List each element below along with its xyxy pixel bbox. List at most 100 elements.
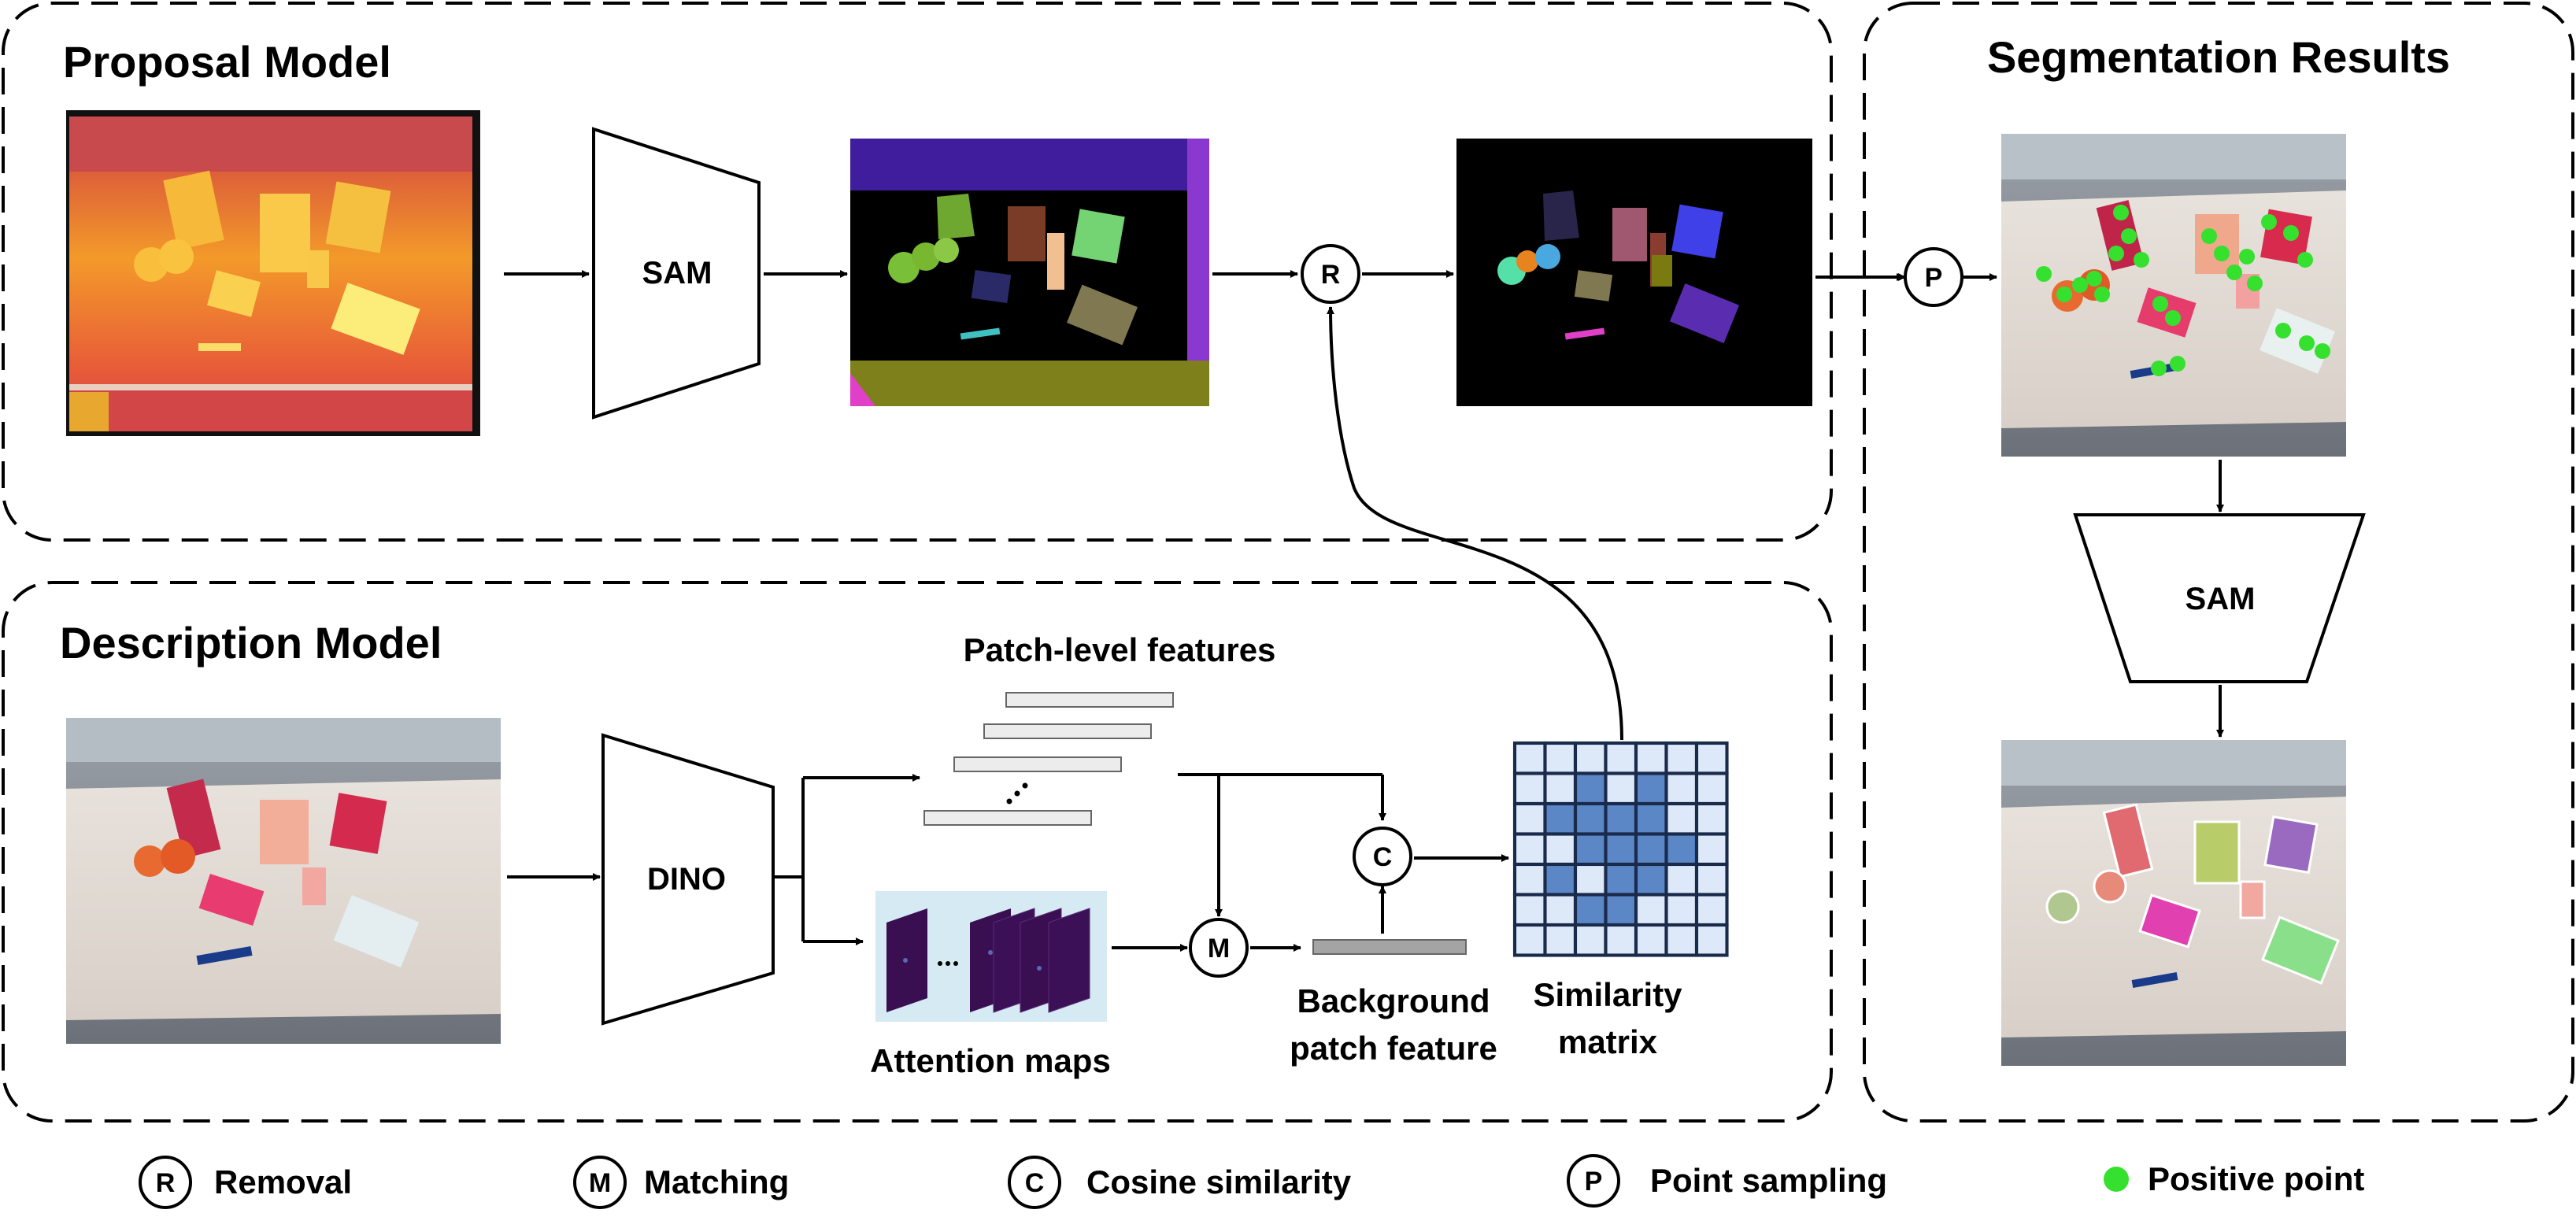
similarity-cell [1664, 741, 1699, 775]
sampling-operator-label: P [1925, 263, 1943, 293]
similarity-cell [1573, 771, 1608, 806]
legend-matching-symbol-circle [573, 1156, 627, 1209]
similarity-label-line1: Similarity [1533, 976, 1682, 1013]
similarity-cell [1664, 771, 1699, 806]
attention-maps-label: Attention maps [870, 1042, 1111, 1079]
matching-operator-label: M [1208, 934, 1230, 964]
legend-matching-text: Matching [644, 1163, 789, 1200]
legend-cosine-symbol: C [1025, 1168, 1045, 1198]
similarity-cell [1634, 741, 1668, 775]
sam-segmentation-label: SAM [2186, 582, 2256, 616]
attention-maps [875, 891, 1107, 1022]
background-patch-feature [1312, 939, 1467, 955]
similarity-cell [1512, 832, 1547, 867]
similarity-cell [1664, 832, 1699, 867]
similarity-cell [1664, 862, 1699, 897]
segmentation-results-title: Segmentation Results [1987, 32, 2450, 82]
matching-operator [1189, 918, 1249, 978]
removal-operator-label: R [1321, 260, 1341, 290]
similarity-cell [1604, 771, 1638, 806]
similarity-cell [1634, 771, 1668, 806]
segmentation-output-image [2001, 740, 2346, 1066]
similarity-cell [1694, 862, 1729, 897]
similarity-cell [1634, 893, 1668, 927]
similarity-cell [1512, 862, 1547, 897]
similarity-label-line2: matrix [1558, 1023, 1658, 1060]
legend-sampling-text: Point sampling [1650, 1162, 1887, 1199]
similarity-cell [1543, 771, 1578, 806]
similarity-cell [1573, 832, 1608, 867]
patch-features-label: Patch-level features [964, 631, 1276, 668]
background-label-line2: patch feature [1290, 1030, 1497, 1067]
scene-with-points-image [2001, 134, 2346, 457]
similarity-cell [1573, 923, 1608, 957]
legend-sampling-symbol-circle [1567, 1154, 1620, 1208]
similarity-cell [1694, 893, 1729, 927]
similarity-cell [1634, 862, 1668, 897]
legend-sampling-symbol: P [1585, 1167, 1603, 1197]
sam-proposal-encoder [592, 127, 761, 420]
similarity-cell [1664, 923, 1699, 957]
similarity-cell [1694, 801, 1729, 836]
similarity-cell [1634, 801, 1668, 836]
similarity-cell [1543, 832, 1578, 867]
dino-encoder [601, 733, 775, 1026]
similarity-cell [1664, 801, 1699, 836]
legend-removal-text: Removal [214, 1163, 352, 1200]
legend-cosine-text: Cosine similarity [1086, 1163, 1352, 1200]
filtered-mask-image [1456, 139, 1812, 406]
similarity-cell [1694, 771, 1729, 806]
proposal-model-title: Proposal Model [63, 37, 391, 87]
similarity-cell [1512, 801, 1547, 836]
depth-image [66, 110, 480, 436]
similarity-cell [1634, 832, 1668, 867]
legend: R Removal M Matching C Cosine similarity… [139, 1154, 2364, 1209]
patch-level-features [923, 692, 1174, 826]
proposal-model-panel [2, 2, 1833, 542]
input-scene-image [66, 718, 501, 1044]
similarity-cell [1694, 741, 1729, 775]
legend-removal-symbol: R [156, 1168, 176, 1198]
legend-positive-point-text: Positive point [2148, 1160, 2364, 1197]
similarity-cell [1543, 741, 1578, 775]
description-model-panel [2, 581, 1833, 1123]
sam-mask-image [850, 139, 1209, 406]
background-label-line1: Background [1297, 982, 1490, 1019]
similarity-cell [1573, 862, 1608, 897]
similarity-cell [1512, 741, 1547, 775]
similarity-cell [1664, 893, 1699, 927]
description-model-title: Description Model [60, 618, 442, 668]
similarity-cell [1543, 801, 1578, 836]
dino-label: DINO [647, 862, 726, 897]
segmentation-results-panel [1863, 2, 2574, 1123]
similarity-cell [1604, 801, 1638, 836]
similarity-cell [1573, 893, 1608, 927]
similarity-cell [1543, 923, 1578, 957]
cosine-operator [1353, 827, 1412, 886]
legend-cosine-symbol-circle [1008, 1156, 1061, 1209]
similarity-cell [1512, 771, 1547, 806]
legend-matching-symbol: M [589, 1168, 611, 1198]
similarity-cell [1573, 801, 1608, 836]
similarity-cell [1604, 923, 1638, 957]
similarity-cell [1543, 862, 1578, 897]
similarity-cell [1604, 893, 1638, 927]
legend-removal-symbol-circle [139, 1156, 192, 1209]
removal-operator [1301, 244, 1360, 304]
similarity-matrix [1512, 741, 1729, 957]
sam-segmentation-decoder [2073, 513, 2366, 683]
similarity-cell [1634, 923, 1668, 957]
cosine-operator-label: C [1373, 842, 1393, 872]
sam-proposal-label: SAM [642, 256, 712, 290]
similarity-cell [1512, 893, 1547, 927]
feedback-arrow [1327, 306, 1623, 741]
legend-positive-point-dot [2104, 1167, 2129, 1192]
similarity-cell [1543, 893, 1578, 927]
similarity-cell [1604, 832, 1638, 867]
similarity-cell [1512, 923, 1547, 957]
positive-points [2036, 205, 2330, 376]
similarity-cell [1604, 741, 1638, 775]
similarity-cell [1604, 862, 1638, 897]
sampling-operator [1904, 247, 1963, 307]
similarity-cell [1694, 832, 1729, 867]
